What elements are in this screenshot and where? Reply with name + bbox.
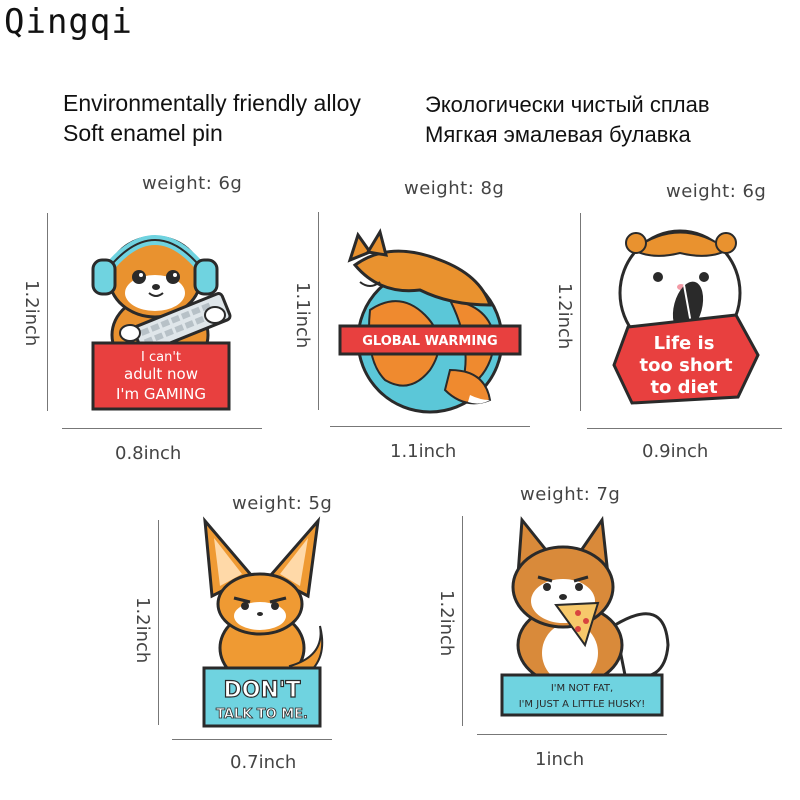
pin5-husky: I'M NOT FAT, I'M JUST A LITTLE HUSKY! [500,515,670,717]
pin3-width: 0.9inch [642,441,709,462]
headline-ru-line1: Экологически чистый сплав [425,92,710,117]
pin2-fox-globe: GLOBAL WARMING [338,228,522,414]
headline-en-line2: Soft enamel pin [63,120,223,146]
pin2-banner-text: GLOBAL WARMING [362,334,497,349]
pin3-weight: weight: 6g [666,181,767,202]
pin1-sign-line1: I can't [141,350,181,365]
pin5-sign-line2: I'M JUST A LITTLE HUSKY! [519,699,646,710]
pin4-sign-line1: DON'T [223,678,300,703]
pin4-sign-line2: TALK TO ME. [216,707,308,722]
headline-en: Environmentally friendly alloy Soft enam… [63,88,361,148]
pin4-height-line [158,520,159,725]
pin1-sign-line3: I'm GAMING [116,385,206,403]
pin1-height: 1.2inch [21,280,42,347]
pin3-sign-line3: to diet [650,377,718,398]
pin3-sign-line1: Life is [654,333,715,354]
pin4-fennec-fox: DON'T TALK TO ME. [202,516,324,728]
pin3-hamster: Life is too short to diet [612,229,760,405]
pin5-height: 1.2inch [436,590,457,657]
pin5-weight: weight: 7g [520,484,621,505]
headline-ru-line2: Мягкая эмалевая булавка [425,122,691,147]
pin1-width: 0.8inch [115,443,182,464]
pin3-sign-line2: too short [640,355,733,376]
pin3-width-line [587,428,782,429]
pin2-width-line [330,426,530,427]
pin1-sign-line2: adult now [124,365,198,383]
pin1-height-line [47,213,48,411]
pin5-width: 1inch [535,749,585,770]
pin4-width-line [172,739,332,740]
pin2-weight: weight: 8g [404,178,505,199]
pin3-height: 1.2inch [554,283,575,350]
pin1-width-line [62,428,262,429]
pin4-height: 1.2inch [132,597,153,664]
pin5-sign-line1: I'M NOT FAT, [551,683,613,694]
pin2-width: 1.1inch [390,441,457,462]
pin5-width-line [477,734,667,735]
pin4-width: 0.7inch [230,752,297,773]
headline-en-line1: Environmentally friendly alloy [63,90,361,116]
pin3-height-line [580,213,581,411]
pin2-height-line [318,212,319,410]
pin1-shiba-gamer: I can't adult now I'm GAMING [91,235,232,411]
pin4-weight: weight: 5g [232,493,333,514]
pin2-height: 1.1inch [292,282,313,349]
brand-name: Qingqi [4,2,133,42]
pin5-height-line [462,516,463,726]
headline-ru: Экологически чистый сплав Мягкая эмалева… [425,90,710,150]
pin1-weight: weight: 6g [142,173,243,194]
